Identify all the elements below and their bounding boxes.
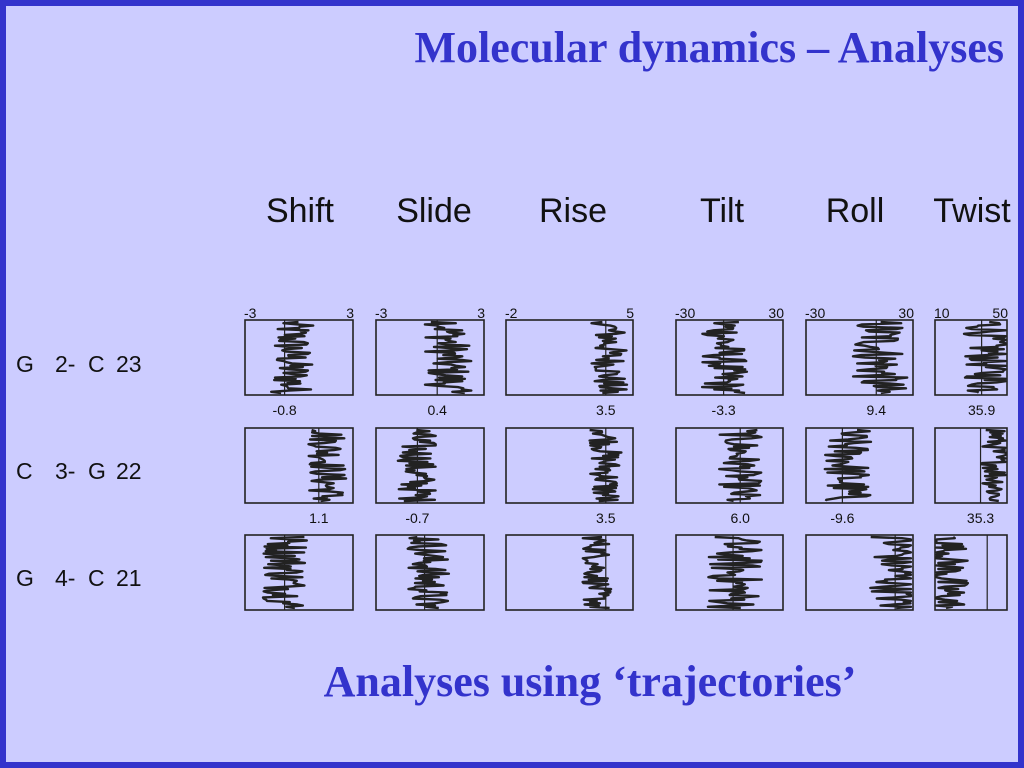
row-label-3-part-3: C: [88, 565, 105, 591]
mean-value-r2-tilt: 6.0: [730, 510, 750, 526]
trajectory-r3-twist: [935, 536, 970, 610]
trajectory-r2-slide: [396, 428, 437, 503]
panel-frame-r3-roll: [805, 534, 914, 611]
trajectory-r1-shift: [270, 320, 315, 395]
row-label-3-part-2: 4-: [55, 565, 75, 591]
panel-frame-r2-slide: [375, 427, 485, 504]
mean-value-r2-twist: 35.3: [967, 510, 994, 526]
column-header-roll: Roll: [826, 192, 885, 230]
axis-max-shift: 3: [346, 305, 354, 321]
panel-frame-r3-rise: [505, 534, 634, 611]
mean-value-r1-shift: -0.8: [273, 402, 297, 418]
axis-max-roll: 30: [898, 305, 914, 321]
trajectory-r3-rise: [581, 535, 613, 610]
slide-subtitle: Analyses using ‘trajectories’: [323, 657, 857, 706]
axis-max-slide: 3: [477, 305, 485, 321]
mean-value-r1-tilt: -3.3: [712, 402, 736, 418]
mean-value-r2-rise: 3.5: [596, 510, 616, 526]
slide-title: Molecular dynamics – Analyses: [414, 23, 1004, 72]
row-label-1-part-1: G: [16, 351, 34, 377]
trajectory-r1-tilt: [700, 320, 749, 395]
trajectory-r2-tilt: [718, 428, 763, 503]
mean-value-r2-shift: 1.1: [309, 510, 329, 526]
panel-frame-r1-twist: [934, 319, 1008, 396]
trajectory-r1-roll: [851, 320, 909, 395]
panel-frame-r3-tilt: [675, 534, 784, 611]
panel-frame-r1-shift: [244, 319, 354, 396]
axis-min-twist: 10: [934, 305, 950, 321]
trajectory-r2-roll: [823, 428, 873, 502]
mean-value-r2-roll: -9.6: [830, 510, 854, 526]
row-label-2-part-1: C: [16, 458, 33, 484]
axis-min-roll: -30: [805, 305, 825, 321]
panel-frame-r2-shift: [244, 427, 354, 504]
trajectory-r2-shift: [307, 428, 348, 503]
mean-value-r1-roll: 9.4: [867, 402, 887, 418]
axis-max-rise: 5: [626, 305, 634, 321]
axis-min-tilt: -30: [675, 305, 695, 321]
panel-frame-r3-twist: [934, 534, 1008, 611]
mean-value-r1-rise: 3.5: [596, 402, 616, 418]
axis-min-rise: -2: [505, 305, 518, 321]
panel-frame-r1-roll: [805, 319, 914, 396]
panel-frame-r1-tilt: [675, 319, 784, 396]
row-label-1-part-2: 2-: [55, 351, 75, 377]
axis-max-twist: 50: [992, 305, 1008, 321]
row-label-1-part-4: 23: [116, 351, 142, 377]
row-label-2-part-2: 3-: [55, 458, 75, 484]
column-header-tilt: Tilt: [700, 192, 745, 230]
trajectory-r1-slide: [423, 320, 473, 395]
trajectory-r2-twist: [980, 428, 1007, 503]
row-label-3-part-1: G: [16, 565, 34, 591]
trajectory-r3-slide: [406, 535, 451, 610]
mean-value-r1-slide: 0.4: [427, 402, 447, 418]
trajectory-r1-twist: [962, 320, 1007, 394]
column-header-shift: Shift: [266, 192, 335, 230]
panel-frame-r1-slide: [375, 319, 485, 396]
panel-frame-r3-shift: [244, 534, 354, 611]
row-label-2-part-4: 22: [116, 458, 142, 484]
panel-frame-r2-rise: [505, 427, 634, 504]
column-header-twist: Twist: [933, 192, 1011, 230]
panel-frame-r2-twist: [934, 427, 1008, 504]
panel-frame-r3-slide: [375, 534, 485, 611]
trajectory-r3-shift: [261, 535, 308, 610]
column-header-rise: Rise: [539, 192, 607, 230]
panel-frame-r2-roll: [805, 427, 914, 504]
trajectory-r1-rise: [590, 320, 629, 395]
row-label-3-part-4: 21: [116, 565, 142, 591]
axis-min-slide: -3: [375, 305, 388, 321]
axis-min-shift: -3: [244, 305, 257, 321]
mean-value-r1-twist: 35.9: [968, 402, 995, 418]
panel-frame-r2-tilt: [675, 427, 784, 504]
trajectory-r3-tilt: [706, 535, 763, 610]
axis-max-tilt: 30: [768, 305, 784, 321]
row-label-1-part-3: C: [88, 351, 105, 377]
column-header-slide: Slide: [396, 192, 472, 230]
trajectory-r3-roll: [869, 535, 913, 610]
row-label-2-part-3: G: [88, 458, 106, 484]
trajectory-r2-rise: [588, 428, 623, 503]
panel-frame-r1-rise: [505, 319, 634, 396]
mean-value-r2-slide: -0.7: [405, 510, 429, 526]
